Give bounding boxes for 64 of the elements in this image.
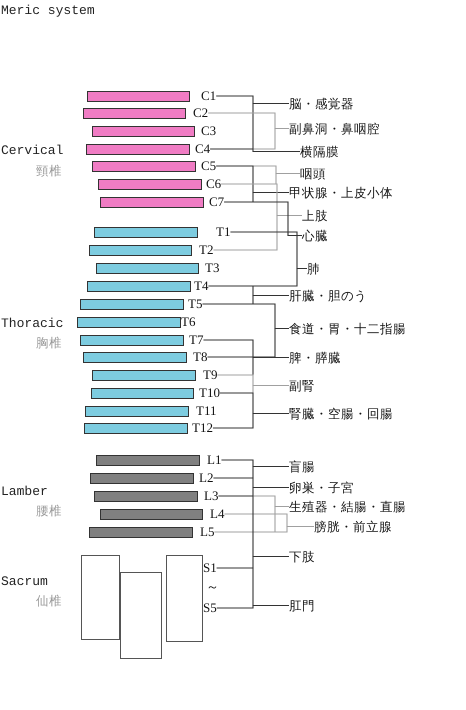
organ-label: 甲状腺・上皮小体 xyxy=(289,185,393,200)
organ-label: 上肢 xyxy=(302,208,328,223)
vertebra-label: T6 xyxy=(181,315,196,329)
sacrum-segment xyxy=(81,555,120,640)
vertebra-label: C5 xyxy=(201,159,216,173)
organ-label: 卵巣・子宮 xyxy=(289,480,354,495)
organ-label: 脳・感覚器 xyxy=(289,96,354,111)
region-name-japanese: 仙椎 xyxy=(36,593,62,608)
vertebra-label: C3 xyxy=(201,124,216,138)
organ-label: 下肢 xyxy=(289,549,315,564)
vertebra-label: T3 xyxy=(205,261,220,275)
organ-label: 膀胱・前立腺 xyxy=(314,519,392,534)
region-name: Sacrum xyxy=(1,574,48,589)
organ-label: 肺 xyxy=(307,261,320,276)
organ-label: 肝臓・胆のう xyxy=(289,288,367,303)
vertebra-label: L3 xyxy=(204,489,218,503)
organ-label: 脾・膵臓 xyxy=(289,350,341,365)
vertebra-label: L1 xyxy=(207,453,222,467)
organ-label: 肛門 xyxy=(289,598,315,613)
region-name: Thoracic xyxy=(1,316,64,331)
bracket-line xyxy=(207,328,289,358)
vertebra-label: L5 xyxy=(200,525,214,539)
vertebra-label: L2 xyxy=(199,471,214,485)
vertebra-label: T4 xyxy=(194,279,208,293)
organ-label: 横隔膜 xyxy=(300,144,339,159)
vertebra-label: S1 xyxy=(203,561,217,575)
vertebra-label: T10 xyxy=(199,386,220,400)
vertebra-label: T12 xyxy=(192,421,213,435)
vertebra-label: T7 xyxy=(189,333,204,347)
vertebra-label: L4 xyxy=(210,507,224,521)
region-name-japanese: 頸椎 xyxy=(36,163,62,178)
range-mark: ～ xyxy=(206,580,219,594)
vertebra-label: T2 xyxy=(199,243,214,257)
vertebra-label: T11 xyxy=(196,404,216,418)
bracket-line xyxy=(216,604,289,609)
title: Meric system xyxy=(1,3,95,18)
organ-label: 心臓 xyxy=(302,228,328,243)
organ-label: 腎臓・空腸・回腸 xyxy=(289,406,393,421)
region-name: Cervical xyxy=(1,143,64,158)
vertebra-label: T1 xyxy=(216,225,230,239)
region-name-japanese: 腰椎 xyxy=(36,503,62,518)
vertebra-label: T8 xyxy=(193,350,208,364)
organ-label: 咽頭 xyxy=(300,166,326,181)
bracket-line xyxy=(212,412,289,429)
vertebra-label: C4 xyxy=(195,142,210,156)
vertebra-label: T9 xyxy=(203,368,218,382)
organ-label: 盲腸 xyxy=(289,459,315,474)
sacrum-segment xyxy=(120,572,162,659)
vertebra-label: C7 xyxy=(209,195,224,209)
vertebra-label: S5 xyxy=(203,601,217,615)
sacrum-segment xyxy=(166,555,203,642)
vertebra-label: C1 xyxy=(201,89,216,103)
vertebra-label: C6 xyxy=(206,177,222,191)
bracket-line xyxy=(210,148,300,152)
region-name-japanese: 胸椎 xyxy=(36,335,62,350)
bracket-line xyxy=(214,526,314,533)
organ-label: 生殖器・結腸・直腸 xyxy=(289,499,406,514)
region-name: Lamber xyxy=(1,484,48,499)
bracket-line xyxy=(213,214,302,251)
organ-label: 副腎 xyxy=(289,378,315,393)
vertebra-label: C2 xyxy=(193,106,208,120)
organ-label: 副鼻洞・鼻咽腔 xyxy=(289,121,380,136)
vertebra-label: T5 xyxy=(188,297,202,311)
organ-label: 食道・胃・十二指腸 xyxy=(289,321,406,336)
